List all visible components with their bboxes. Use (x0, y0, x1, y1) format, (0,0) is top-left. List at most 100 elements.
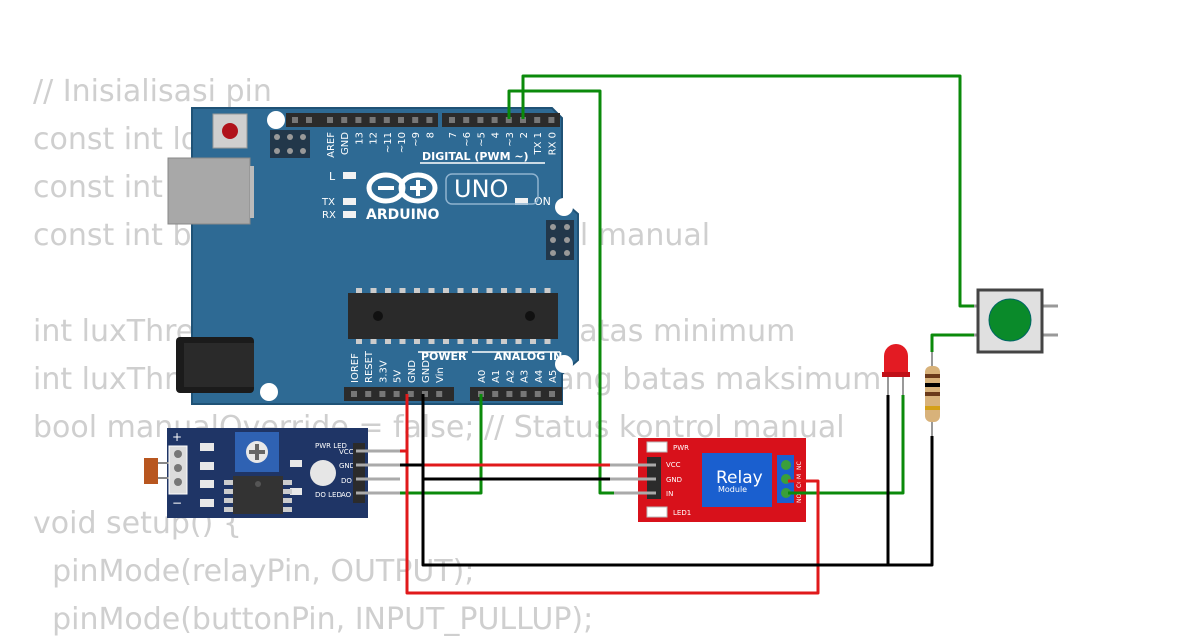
header-pin[interactable] (548, 117, 555, 123)
usb-connector (167, 157, 251, 225)
pin-label: 3.3V (378, 360, 389, 383)
potentiometer[interactable] (235, 432, 279, 472)
pin-label: A3 (520, 370, 531, 383)
wires (400, 74, 974, 595)
pin-label: A1 (491, 370, 502, 383)
wire-relay-led (788, 395, 905, 495)
pin-label: Vin (435, 367, 446, 383)
header-pin[interactable] (383, 117, 390, 123)
header-pin[interactable] (449, 117, 455, 123)
pin-label: ~9 (411, 132, 422, 147)
header-pin[interactable] (534, 117, 541, 123)
ldr-pin-vcc: VCC (339, 448, 354, 456)
code-line: // Inisialisasi pin (33, 74, 272, 109)
analog-header-label: ANALOG IN (494, 350, 562, 363)
code-line: pinMode(relayPin, OUTPUT); (33, 554, 475, 589)
pwr-led-label: PWR LED (315, 442, 347, 450)
relay-led1-label: LED1 (673, 509, 691, 517)
led-l-label: L (329, 170, 336, 183)
pin-label: 5V (393, 370, 404, 383)
wire-button-resistor (930, 333, 974, 352)
wire-5v-relay-vcc (405, 451, 610, 467)
pin-label: GND (421, 360, 432, 383)
header-pin[interactable] (379, 391, 386, 397)
atmega-chip (348, 288, 558, 344)
ldr-pin-gnd: GND (339, 462, 355, 470)
reset-button[interactable] (212, 113, 248, 149)
icsp-header (270, 130, 310, 158)
header-pin[interactable] (292, 117, 298, 123)
header-pin[interactable] (422, 391, 428, 397)
relay-block: Relay Module (702, 453, 772, 507)
header-pin[interactable] (491, 117, 498, 123)
wire-5v-relay-no (405, 465, 820, 595)
pin-label: ~5 (476, 132, 487, 147)
header-pin[interactable] (327, 117, 333, 123)
header-pin[interactable] (505, 117, 512, 123)
header-pin[interactable] (463, 117, 470, 123)
ldr-plus-label: + (172, 430, 182, 444)
header-pin[interactable] (477, 117, 484, 123)
icsp-header-2 (546, 220, 574, 260)
header-pin[interactable] (407, 391, 414, 397)
wire-a0-sensor-ao (400, 394, 483, 495)
relay-pwr-label: PWR (673, 444, 689, 452)
wire-gnd-led-resistor (421, 436, 934, 567)
relay-terminal-nc: NC (796, 461, 803, 470)
pin-label: GND (407, 360, 418, 383)
pin-label: ~3 (505, 132, 516, 147)
relay-pin-in: IN (666, 490, 673, 498)
header-pin[interactable] (398, 117, 404, 123)
header-pin[interactable] (436, 391, 443, 397)
wire-d2-button (521, 74, 974, 308)
pin-label: A4 (534, 370, 545, 383)
led-tx-label: TX (321, 197, 335, 208)
header-pin[interactable] (492, 391, 499, 397)
pin-label: IOREF (350, 353, 361, 383)
pin-label: GND (340, 132, 351, 155)
led-rx-label: RX (322, 210, 336, 221)
relay-pin-vcc: VCC (666, 461, 681, 469)
header-pin[interactable] (520, 391, 527, 397)
pin-label: TX 1 (533, 132, 544, 156)
ldr-minus-label: − (172, 496, 182, 510)
arduino-brand: ARDUINO (366, 207, 440, 223)
header-pin[interactable] (355, 117, 362, 123)
pin-label: 12 (369, 132, 380, 145)
power-header-label: POWER (421, 350, 467, 363)
header-pin[interactable] (393, 391, 400, 397)
wire-d3-relay-in (507, 89, 614, 495)
pin-label: AREF (326, 132, 337, 158)
digital-header-label: DIGITAL (PWM ~) (422, 150, 529, 163)
ldr-photoresistor (144, 458, 158, 484)
header-pin[interactable] (506, 391, 513, 397)
header-pin[interactable] (369, 117, 376, 123)
relay-terminal-no: NO (796, 494, 803, 503)
pin-label: 7 (448, 132, 459, 138)
pin-label: RESET (364, 350, 375, 383)
header-pin[interactable] (341, 117, 348, 123)
header-pin[interactable] (351, 391, 357, 397)
pin-label: ~11 (383, 132, 394, 153)
pin-label: 8 (425, 132, 436, 138)
pin-label: A0 (477, 370, 488, 383)
red-led (882, 344, 910, 395)
header-pin[interactable] (520, 117, 526, 123)
pin-label: RX 0 (547, 132, 558, 155)
pin-label: ~10 (397, 132, 408, 153)
header-pin[interactable] (534, 391, 541, 397)
wire-gnd-relay (421, 465, 610, 481)
header-pin[interactable] (306, 117, 312, 123)
pin-label: ~6 (462, 132, 473, 147)
header-pin[interactable] (412, 117, 419, 123)
relay-pin-gnd: GND (666, 476, 682, 484)
header-pin[interactable] (549, 391, 555, 397)
header-pin[interactable] (365, 391, 372, 397)
arduino-model: UNO (454, 175, 508, 203)
push-button[interactable] (962, 288, 1058, 354)
header-pin[interactable] (426, 117, 433, 123)
